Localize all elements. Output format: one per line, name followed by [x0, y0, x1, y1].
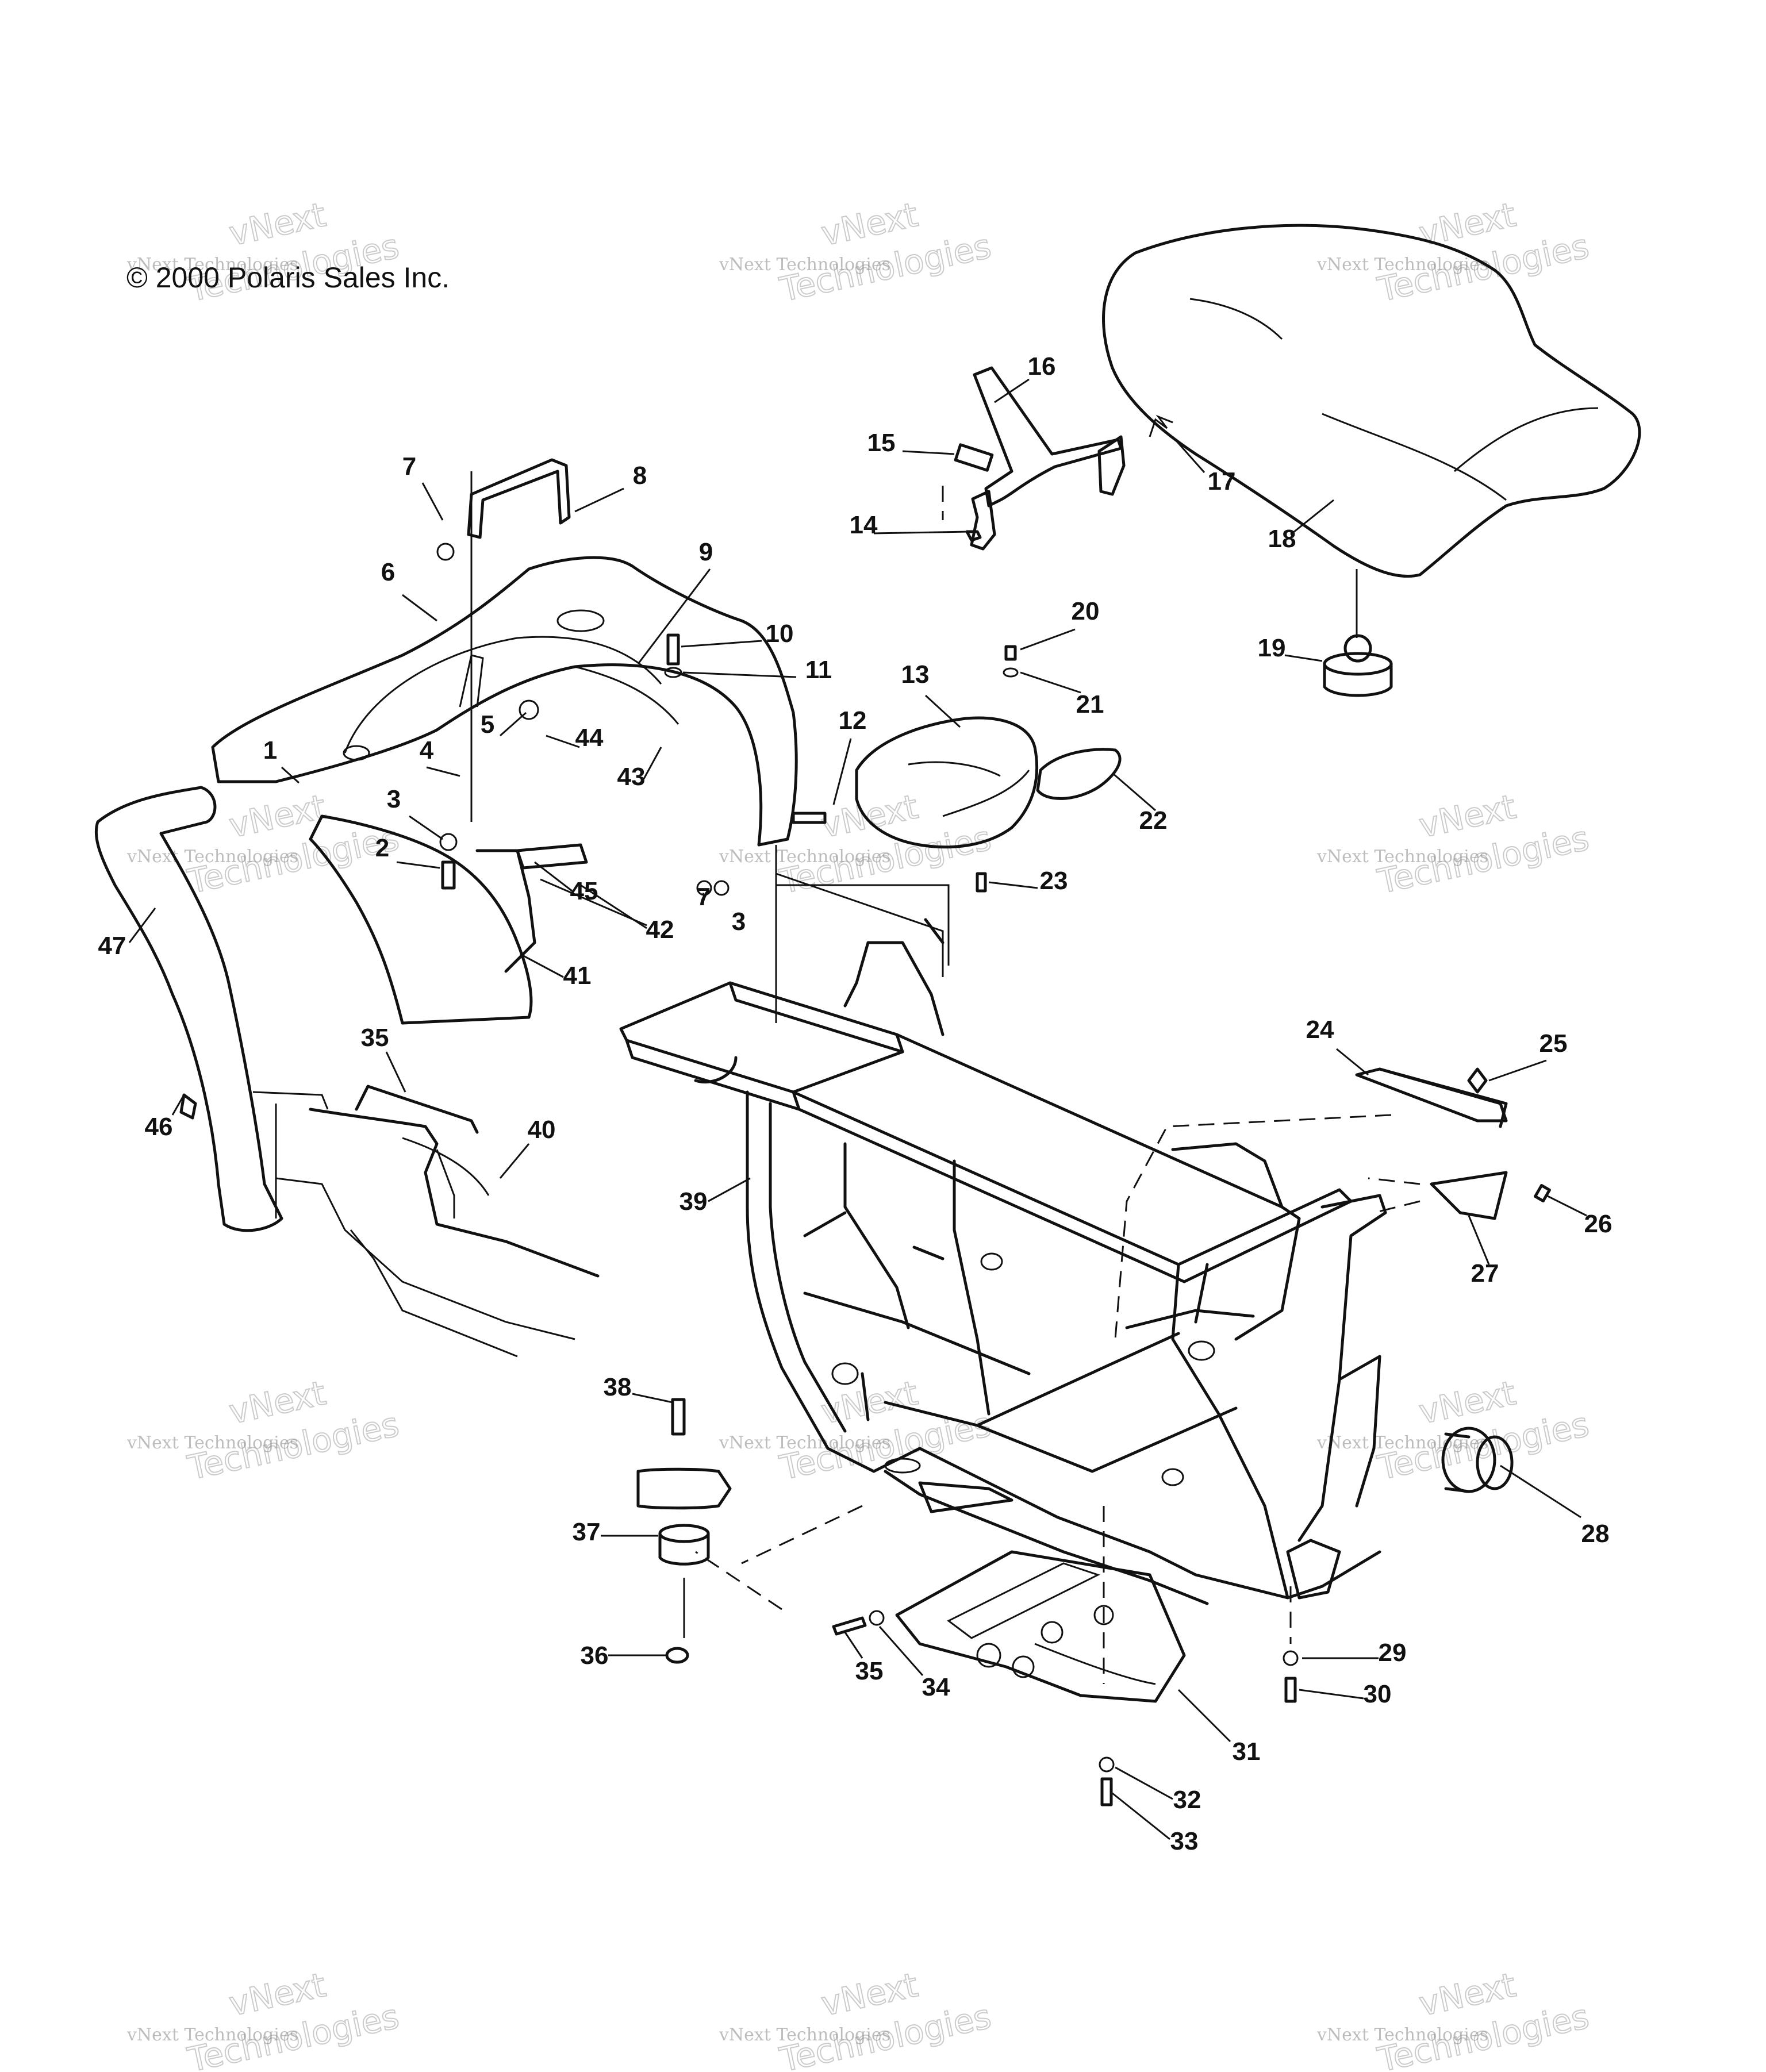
watermark-name: vNext Technologies	[719, 2025, 890, 2045]
callout-label: 43	[617, 763, 646, 791]
callout-label: 28	[1581, 1520, 1610, 1548]
seat-bumper	[1323, 634, 1393, 697]
callout-label: 27	[1471, 1259, 1499, 1287]
watermark-name: vNext Technologies	[126, 1433, 298, 1453]
skid-plate	[832, 1550, 1299, 1806]
callout-label: 12	[839, 706, 867, 735]
callout-label: 1	[263, 736, 277, 764]
leader-lines	[128, 378, 1587, 1840]
callout-label: 40	[528, 1116, 556, 1144]
callout-label: 4	[420, 736, 434, 764]
frame-brackets	[1355, 1067, 1508, 1220]
frame-mount	[1441, 1427, 1514, 1493]
callout-label: 29	[1379, 1639, 1407, 1667]
callout-label: 10	[766, 620, 794, 648]
callout-label: 26	[1584, 1210, 1613, 1238]
frame	[619, 918, 1387, 1605]
callout-label: 7	[697, 883, 711, 911]
callout-label: 32	[1173, 1786, 1201, 1814]
callout-label: 20	[1072, 597, 1100, 625]
leader-dashes	[252, 845, 1421, 1684]
callout-label: 41	[563, 962, 592, 990]
watermark-name: vNext Technologies	[719, 1433, 890, 1453]
callout-label: 47	[98, 932, 126, 960]
mud-flap	[475, 843, 588, 973]
callout-label: 22	[1139, 806, 1168, 835]
callout-label: 11	[805, 656, 832, 684]
callout-label: 36	[581, 1642, 609, 1670]
watermark-name: vNext Technologies	[126, 2025, 298, 2045]
callout-label: 35	[855, 1657, 884, 1685]
watermark-name: vNext Technologies	[1316, 255, 1488, 275]
callout-label: 35	[361, 1024, 389, 1052]
tail-light-housing	[855, 716, 1039, 849]
seat-latch	[942, 366, 1173, 551]
callout-label: 38	[604, 1373, 632, 1401]
callout-label: 7	[402, 452, 416, 480]
footwell	[94, 786, 600, 1358]
callout-label: 21	[1076, 690, 1104, 718]
callout-label: 24	[1306, 1016, 1334, 1044]
callout-label: 6	[381, 558, 395, 586]
callout-label: 31	[1233, 1737, 1261, 1766]
watermark-name: vNext Technologies	[719, 847, 890, 867]
callout-label: 23	[1040, 867, 1068, 895]
callout-label: 46	[145, 1113, 173, 1141]
callout-label: 15	[867, 429, 896, 457]
callout-label: 19	[1258, 634, 1286, 662]
callout-label: 3	[732, 908, 746, 936]
callout-label: 25	[1540, 1029, 1568, 1058]
callout-label: 16	[1028, 352, 1056, 380]
callout-label: 37	[573, 1518, 601, 1546]
watermark-name: vNext Technologies	[126, 847, 298, 867]
grab-handle	[467, 458, 571, 539]
fasteners	[436, 543, 1551, 1203]
callout-label: 8	[633, 462, 647, 490]
copyright-notice: © 2000 Polaris Sales Inc.	[126, 262, 450, 294]
watermark-name: vNext Technologies	[126, 255, 298, 275]
callout-label: 30	[1364, 1680, 1392, 1708]
watermark-name: vNext Technologies	[1316, 847, 1488, 867]
callout-label: 13	[901, 660, 930, 689]
callout-label: 42	[646, 916, 674, 944]
tail-light-lens	[1036, 748, 1122, 800]
rear-fender	[211, 471, 798, 1025]
callout-label: 2	[375, 834, 389, 862]
callout-label: 17	[1208, 467, 1236, 495]
callout-label: 3	[387, 785, 401, 813]
callout-label: 18	[1268, 525, 1296, 553]
callout-label: 33	[1170, 1827, 1199, 1855]
watermark-name: vNext Technologies	[719, 255, 890, 275]
watermark-name: vNext Technologies	[1316, 2025, 1488, 2045]
callout-label: 44	[575, 724, 604, 752]
callout-label: 14	[850, 511, 878, 539]
seat	[1102, 224, 1641, 638]
callout-label: 39	[679, 1187, 708, 1216]
callout-label: 9	[699, 538, 713, 566]
callout-label: 45	[570, 877, 598, 905]
callout-label: 5	[481, 710, 494, 739]
callout-label: 34	[922, 1673, 950, 1701]
